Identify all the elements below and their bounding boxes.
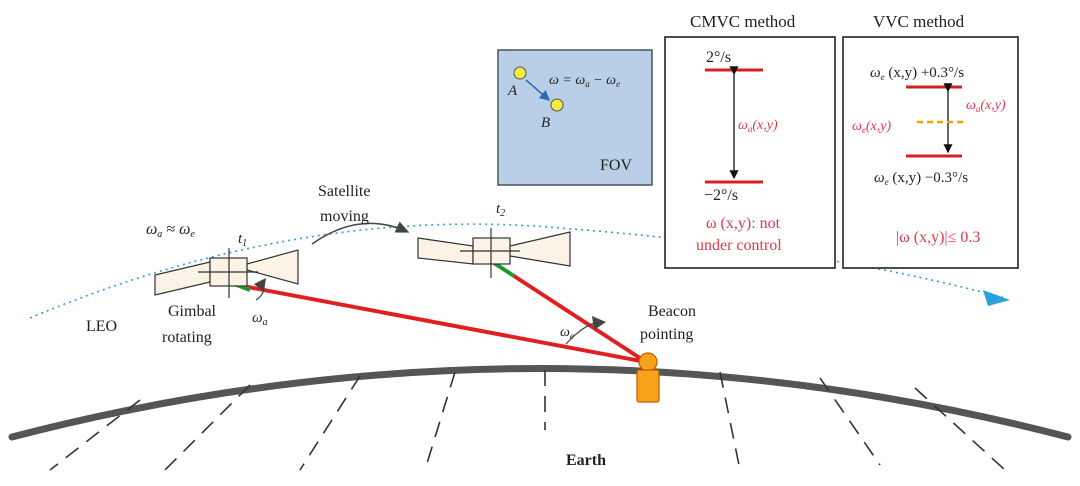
fov-point-b: B [541,115,550,131]
fov-label: FOV [600,157,632,174]
cmvc-lower-bound-label: −2°/s [704,187,738,204]
vvc-panel: VVC method ωe (x,y) +0.3°/s ωa(x,y) ωe(x… [842,12,1019,269]
fov-equation: ω = ωa − ωe [549,73,620,89]
omega-approx-label: ωa ≈ ωe [146,221,195,240]
fov-motion-arrow [525,79,551,101]
earth-hatching [49,370,1006,471]
solar-panel-right [509,231,571,267]
vvc-box [842,36,1019,269]
satellite-t2 [417,228,571,278]
cmvc-title: CMVC method [690,12,796,31]
fov-point-a-dot [513,66,527,80]
fov-point-b-dot [550,98,564,112]
beacon-label-line2: pointing [640,326,693,343]
earth-label: Earth [566,452,606,469]
vvc-upper-label: ωe (x,y) +0.3°/s [870,65,964,82]
satellite-moving-line2: moving [320,208,369,225]
gimbal-rotation-arrowhead [254,278,266,292]
cmvc-box [664,36,836,269]
satellite-moving-arrow [311,221,410,245]
satellite-t1 [154,248,299,298]
gimbal-vector-t2 [492,261,516,278]
beacon [636,352,660,403]
fov-panel: A B ω = ωa − ωe FOV [497,49,653,186]
vvc-constraint: |ω (x,y)|≤ 0.3 [896,229,980,246]
cmvc-panel: CMVC method 2°/s ωa(x,y) −2°/s ω (x,y): … [664,12,836,269]
omega-e-beacon-label: ωe [560,325,574,341]
orbit-arrowhead [983,290,1010,306]
laser-beam-t1 [231,282,647,364]
beacon-angle-arrowhead [592,316,606,330]
laser-beam-t2 [512,274,648,364]
beacon-label-line1: Beacon [648,303,696,320]
omega-a-label: ωa [252,310,268,328]
vvc-right-label: ωa(x,y) [966,98,1006,114]
leo-label: LEO [86,318,117,335]
cmvc-upper-bound-label: 2°/s [706,49,731,66]
cmvc-note-line2: under control [696,237,782,254]
t2-label: t2 [496,201,505,219]
fov-point-a: A [507,83,518,99]
earth-surface [8,365,1072,441]
vvc-left-label: ωe(x,y) [852,119,891,135]
vvc-title: VVC method [873,12,965,31]
satellite-moving-line1: Satellite [318,183,370,200]
vvc-lower-label: ωe (x,y) −0.3°/s [874,170,968,187]
t1-label: t1 [238,231,247,249]
gimbal-label-line1: Gimbal [168,303,217,320]
solar-panel-left [154,261,211,296]
cmvc-note-line1: ω (x,y): not [706,215,781,232]
gimbal-label-line2: rotating [162,329,212,346]
solar-panel-right [246,249,299,285]
beacon-base [636,369,660,403]
cmvc-middle-label: ωa(x,y) [738,118,778,134]
beacon-head [638,352,658,372]
